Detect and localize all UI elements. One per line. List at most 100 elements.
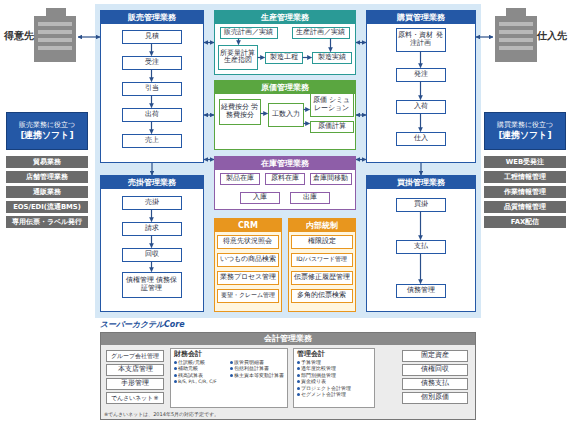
flow-arrow xyxy=(151,96,152,108)
accounting-box: 会計管理業務グループ会社管理本支店管理手形管理でんさいネット※財務会計仕訳帳/元… xyxy=(100,332,476,420)
list-item: 株主資本等変動計算書 xyxy=(230,373,284,379)
process-text: 業務プロセス管理 xyxy=(219,274,277,281)
building-window xyxy=(499,38,533,42)
software-text: 店舗管理業務 xyxy=(26,172,68,182)
process-text: 倉庫間移動 xyxy=(312,175,350,182)
building-icon xyxy=(46,8,66,18)
software-item: EOS/EDI(流通BMS) xyxy=(6,201,88,213)
building-icon xyxy=(506,8,526,18)
module-box: 買掛管理業務買掛支払債務管理 xyxy=(366,175,476,312)
flow-arrow xyxy=(330,39,331,52)
process-text: 債務管理 xyxy=(398,287,444,294)
software-item: FAX配信 xyxy=(484,216,566,228)
partner-name: 得意先 xyxy=(4,29,34,43)
flow-arrow xyxy=(151,236,152,248)
process-text: ID/パスワード管理 xyxy=(293,256,351,263)
process-box: 見積 xyxy=(122,30,182,44)
flow-arrow xyxy=(420,212,421,240)
process-box: 売掛 xyxy=(122,196,182,210)
software-item: 店舗管理業務 xyxy=(6,171,88,183)
process-text: 支払 xyxy=(398,243,444,250)
process-text: 出庫 xyxy=(292,194,328,201)
list-item: 資金繰り表 xyxy=(297,379,371,385)
module-title: 販売管理業務 xyxy=(101,11,203,24)
software-text: 専用伝票・ラベル発行 xyxy=(12,217,82,227)
flow-arrow xyxy=(420,82,421,100)
flow-arrow xyxy=(356,114,366,115)
flow-arrow xyxy=(151,163,152,175)
flow-arrow xyxy=(304,123,310,124)
process-box: 製造実績 xyxy=(312,52,352,64)
process-text: 仕入 xyxy=(398,135,444,142)
flow-arrow xyxy=(151,210,152,222)
flow-arrow xyxy=(151,44,152,56)
process-text: グループ会社管理 xyxy=(108,353,162,360)
process-box: 生産計画／実績 xyxy=(292,27,350,39)
process-box: 得意先状況照会 xyxy=(217,235,279,249)
report-list: 財務会計仕訳帳/元帳販管費明細書補助元帳包括利益計算書残高試算表株主資本等変動計… xyxy=(170,348,288,408)
building-icon xyxy=(495,16,537,62)
software-text: EOS/EDI(流通BMS) xyxy=(13,202,81,212)
list-item: 残高試算表 xyxy=(174,373,228,379)
list-item: 仕訳帳/元帳 xyxy=(174,360,228,366)
process-box: 多角的伝票検索 xyxy=(291,289,353,303)
process-text: 個別原価 xyxy=(404,394,466,401)
process-box: 債権管理 債務保証管理 xyxy=(122,272,182,298)
panel-title: [連携ソフト] xyxy=(20,130,73,141)
flow-arrow xyxy=(204,159,214,160)
flow-arrow xyxy=(204,114,214,115)
process-box: 請求 xyxy=(122,222,182,236)
process-text: 多角的伝票検索 xyxy=(293,292,351,299)
process-text: 入庫 xyxy=(242,194,278,201)
flow-arrow xyxy=(303,57,312,58)
background-panel xyxy=(95,4,481,318)
list-item: 過年度比較管理 xyxy=(297,366,371,372)
process-text: 手形管理 xyxy=(108,380,162,387)
process-text: 売掛 xyxy=(124,199,180,206)
module-title: 生産管理業務 xyxy=(215,11,355,24)
process-box: 出庫 xyxy=(290,192,330,204)
process-box: 発注 xyxy=(396,68,446,82)
process-text: 回収 xyxy=(124,251,180,258)
list-item: セグメント会計管理 xyxy=(297,392,371,398)
flow-arrow xyxy=(151,262,152,272)
process-text: 入荷 xyxy=(398,103,444,110)
logo-text: スーパーカクテルCore xyxy=(100,319,185,330)
flow-arrow xyxy=(420,52,421,68)
module-title: 会計管理業務 xyxy=(101,333,475,345)
process-text: 要望・クレーム管理 xyxy=(219,292,277,299)
process-box: 回収 xyxy=(122,248,182,262)
building-window xyxy=(499,30,533,34)
process-box: 買掛 xyxy=(396,198,446,212)
process-box: 債務管理 xyxy=(396,284,446,298)
flow-arrow xyxy=(261,113,268,114)
process-text: 原料・資材 発注計画 xyxy=(398,32,444,47)
partner-label: 仕入先 xyxy=(493,8,569,64)
process-text: 得意先状況照会 xyxy=(219,238,277,245)
flow-arrow xyxy=(78,36,100,37)
process-box: 入荷 xyxy=(396,100,446,114)
process-text: 出荷 xyxy=(124,111,180,118)
software-item: 通販業務 xyxy=(6,186,88,198)
flow-arrow xyxy=(204,42,214,43)
process-box: いつもの商品検索 xyxy=(217,253,279,267)
process-text: 買掛 xyxy=(398,201,444,208)
process-box: でんさいネット※ xyxy=(106,392,164,404)
process-text: 原価 シミュレーション xyxy=(312,97,352,112)
process-box: 債権回収 xyxy=(402,364,468,376)
flow-arrow xyxy=(476,36,493,37)
process-text: 売上 xyxy=(124,137,180,144)
module-title: 売掛管理業務 xyxy=(101,176,203,189)
report-list: 管理会計予算管理過年度比較管理部門別損益管理資金繰り表プロジェクト会計管理セグメ… xyxy=(293,348,375,408)
process-box: 要望・クレーム管理 xyxy=(217,289,279,303)
building-window xyxy=(38,46,72,50)
process-text: 見積 xyxy=(124,33,180,40)
list-item: 包括利益計算書 xyxy=(230,366,284,372)
module-title: 在庫管理業務 xyxy=(215,157,355,170)
process-box: 経費按分 労務費按分 xyxy=(219,99,261,125)
process-box: 所要量計算 生産指図 xyxy=(218,45,258,70)
process-box: 原料・資材 発注計画 xyxy=(396,28,446,52)
process-text: 請求 xyxy=(124,225,180,232)
list-item: プロジェクト会計管理 xyxy=(297,386,371,392)
